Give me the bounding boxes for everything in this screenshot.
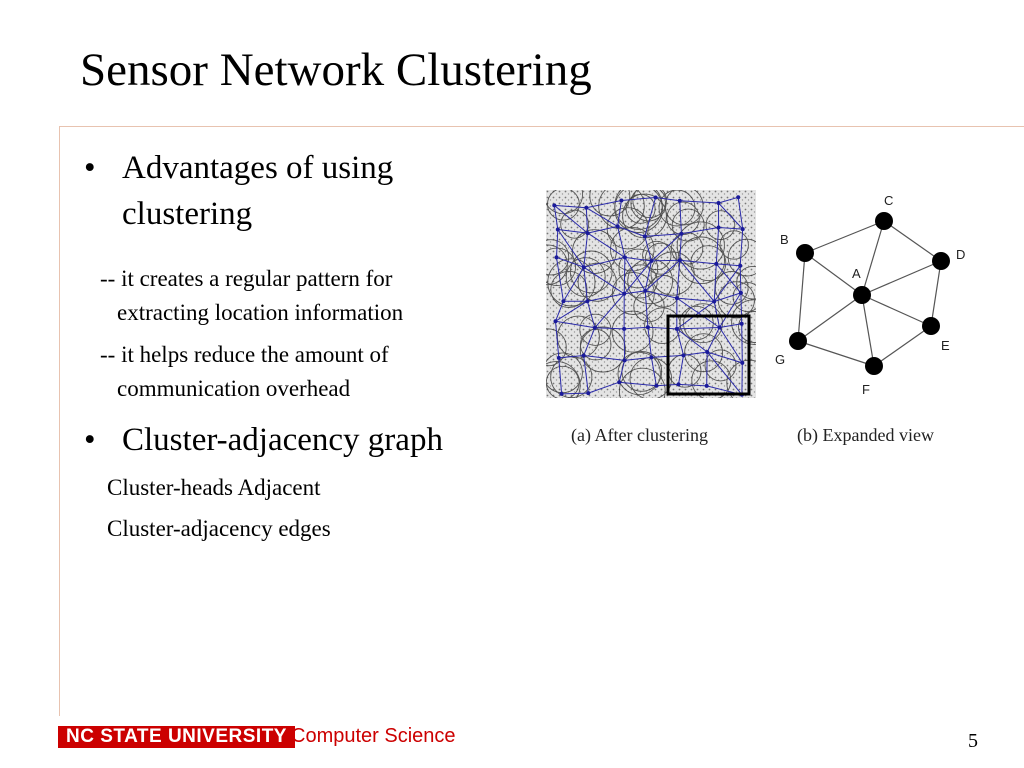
page-number: 5 xyxy=(968,730,978,752)
node-e xyxy=(922,317,940,335)
after-clustering-figure xyxy=(546,190,756,398)
node-label-d: D xyxy=(956,247,965,262)
bullet-text-line: Advantages of using xyxy=(122,150,394,186)
sub-point-pattern: -- it creates a regular pattern for xyxy=(100,266,393,291)
edge-a-d xyxy=(861,260,942,296)
title-divider xyxy=(60,126,1024,127)
node-label-b: B xyxy=(780,232,789,247)
node-c xyxy=(875,212,893,230)
bullet-marker: • xyxy=(84,422,96,458)
left-margin-rule xyxy=(59,126,60,716)
edge-a-f xyxy=(861,294,875,367)
node-label-a: A xyxy=(852,266,861,281)
edge-g-b xyxy=(797,252,806,342)
caption-after-clustering: (a) After clustering xyxy=(571,425,708,445)
university-logo: NC STATE UNIVERSITY xyxy=(58,726,295,748)
edge-a-g xyxy=(797,294,863,342)
node-a xyxy=(853,286,871,304)
edge-a-e xyxy=(861,294,932,327)
edge-e-f xyxy=(873,325,932,367)
node-label-c: C xyxy=(884,193,893,208)
edge-a-b xyxy=(804,252,863,296)
node-f xyxy=(865,357,883,375)
bullet-marker: • xyxy=(84,150,96,186)
node-d xyxy=(932,252,950,270)
node-label-f: F xyxy=(862,382,870,397)
slide-title: Sensor Network Clustering xyxy=(80,44,592,96)
edge-b-c xyxy=(804,220,885,254)
cluster-heads-line: Cluster-heads Adjacent xyxy=(107,475,321,500)
edge-c-d xyxy=(883,220,942,262)
edge-a-c xyxy=(861,220,885,296)
node-label-e: E xyxy=(941,338,950,353)
cluster-edges-line: Cluster-adjacency edges xyxy=(107,516,331,541)
edge-d-e xyxy=(930,260,942,327)
caption-expanded-view: (b) Expanded view xyxy=(797,425,934,445)
sub-point-pattern-cont: extracting location information xyxy=(117,300,404,325)
sub-point-overhead-cont: communication overhead xyxy=(117,376,351,401)
bullet-text-line: Cluster-adjacency graph xyxy=(122,422,443,458)
node-g xyxy=(789,332,807,350)
sub-point-overhead: -- it helps reduce the amount of xyxy=(100,342,389,367)
edge-f-g xyxy=(797,340,875,367)
bullet-text-line: clustering xyxy=(122,196,253,232)
expanded-view-graph: A B C D E F G xyxy=(775,193,965,397)
department-name: Computer Science xyxy=(291,725,456,747)
node-label-g: G xyxy=(775,352,785,367)
node-b xyxy=(796,244,814,262)
